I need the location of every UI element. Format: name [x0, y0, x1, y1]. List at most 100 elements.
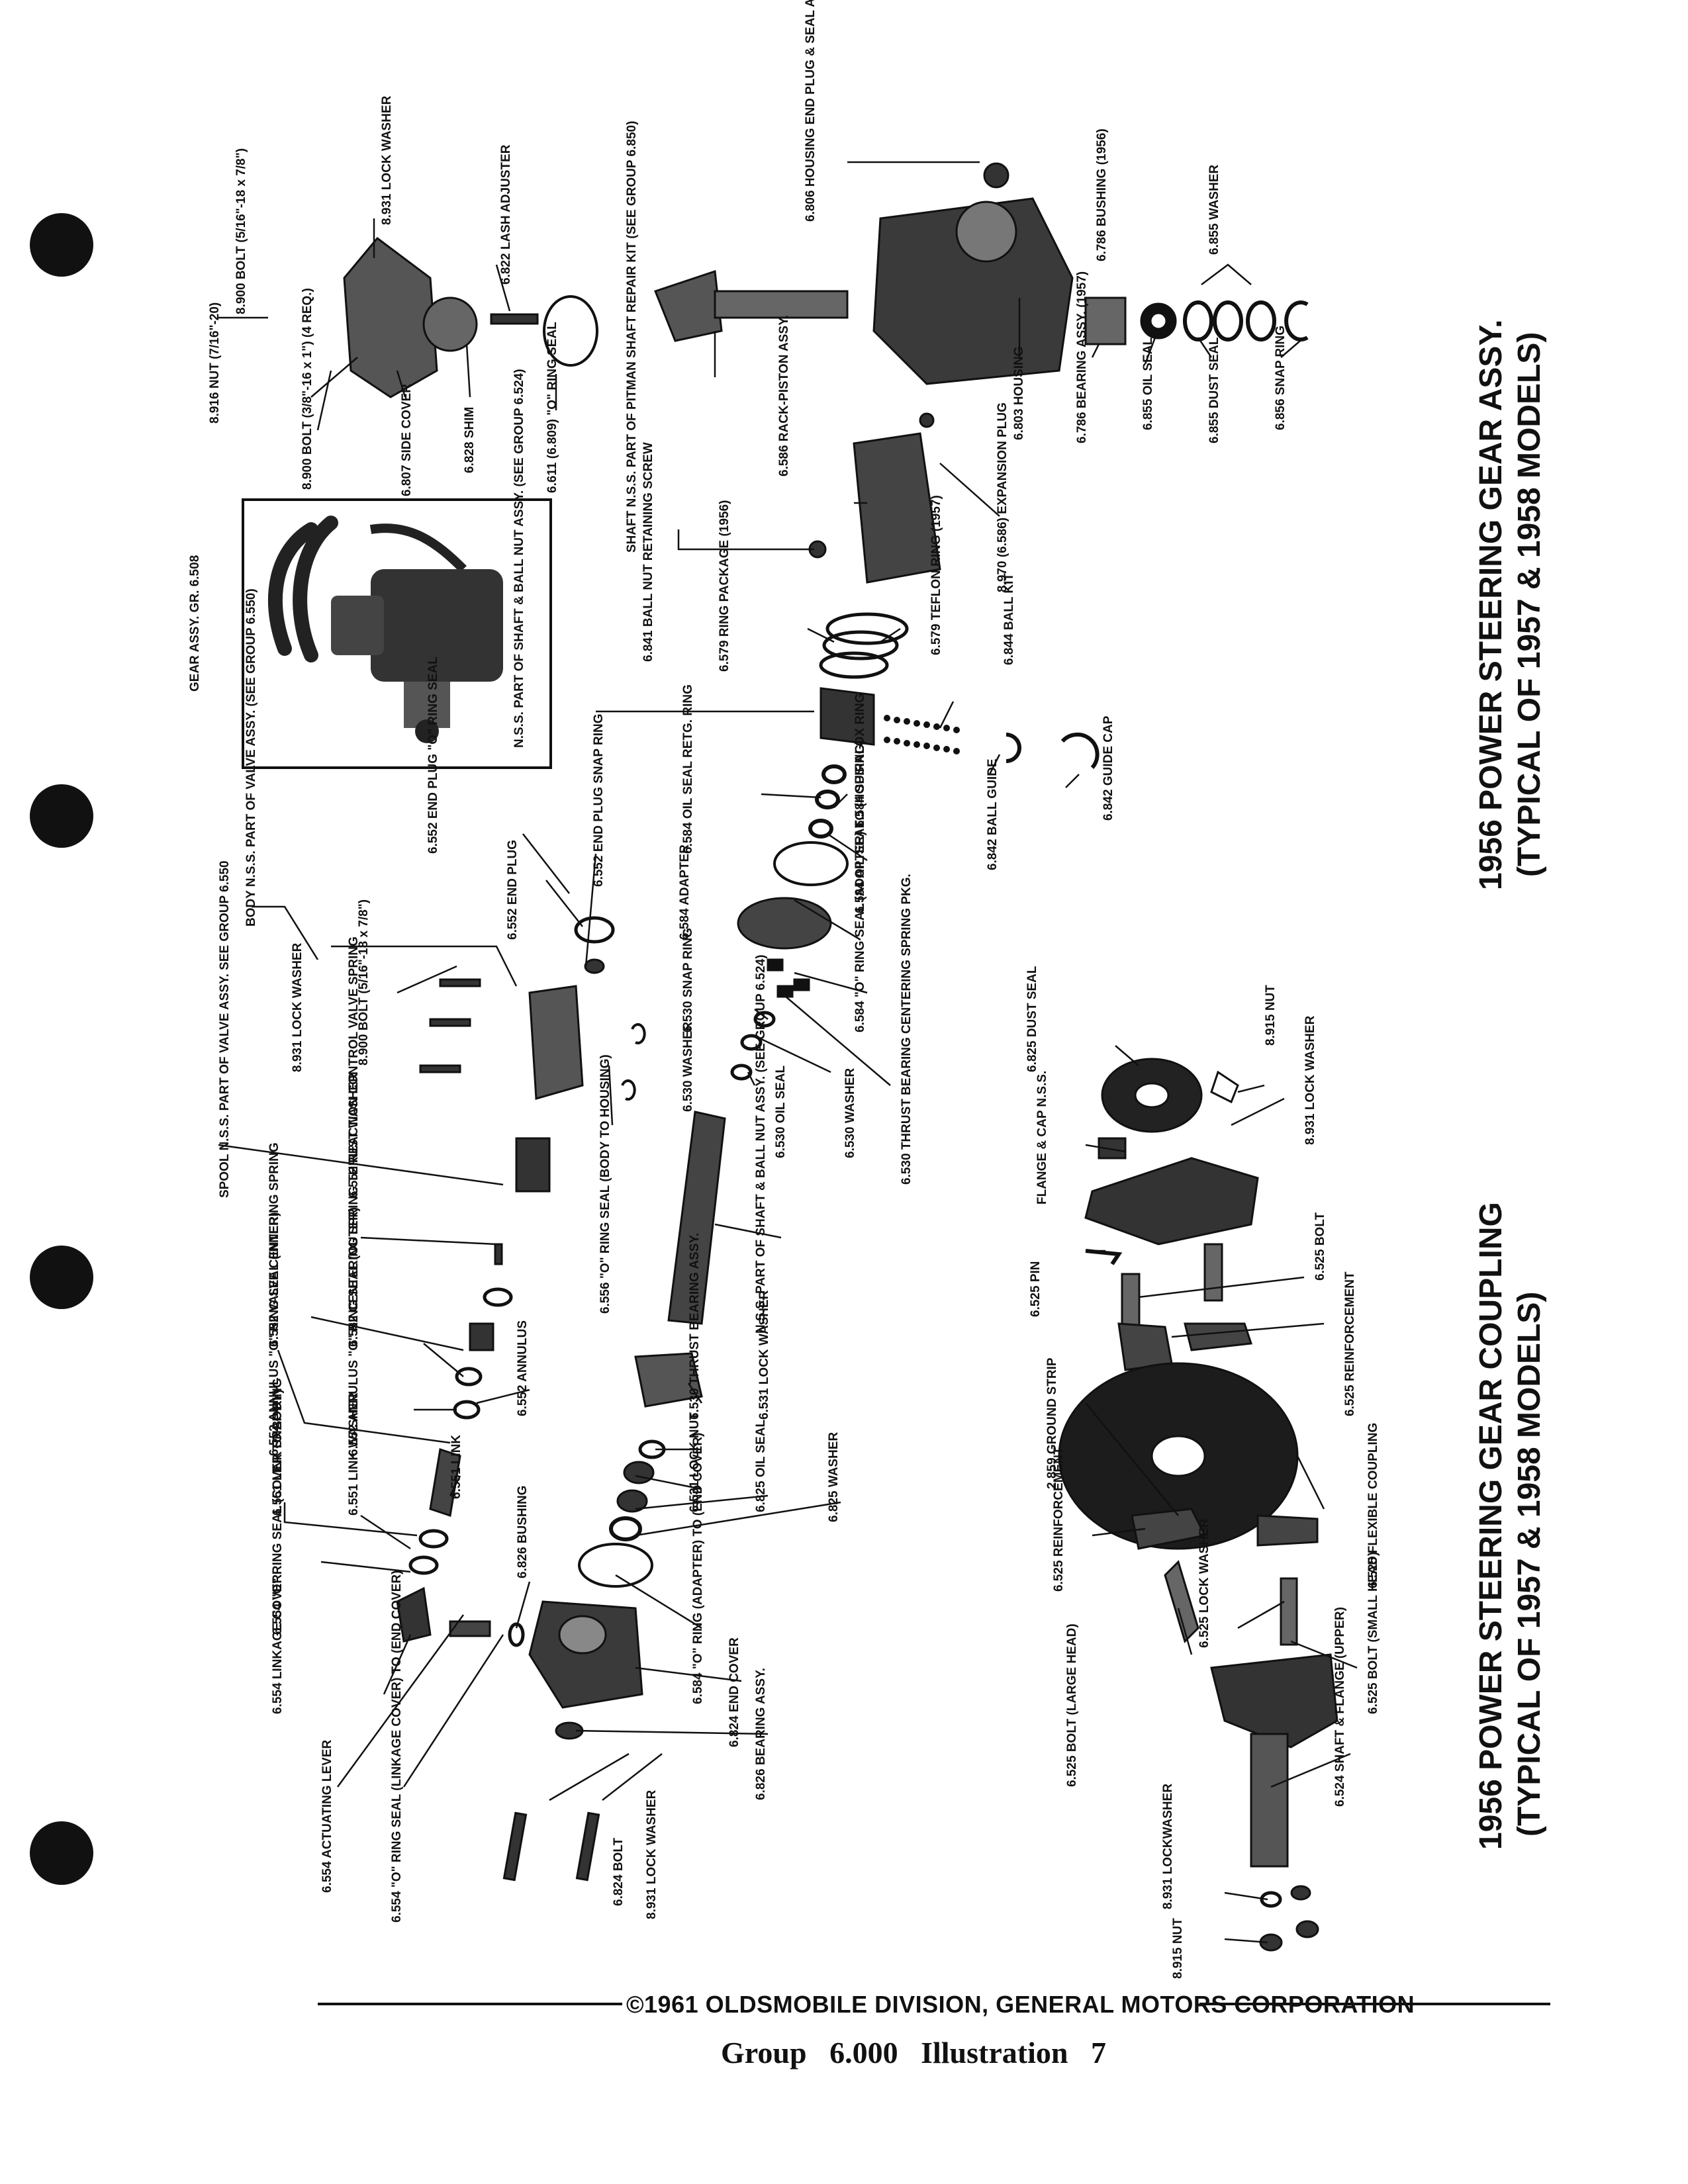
label-snap-ring-856: 6.856 SNAP RING — [1274, 326, 1288, 430]
label-oil-seal-855: 6.855 OIL SEAL — [1141, 338, 1155, 430]
label-pitman-shaft: SHAFT N.S.S. PART OF PITMAN SHAFT REPAIR… — [625, 121, 639, 553]
label-shim: 6.828 SHIM — [463, 407, 477, 473]
label-pin: 6.525 PIN — [1029, 1261, 1043, 1318]
label-o-ring-seal-side: 6.611 (6.809) "O" RING SEAL — [545, 322, 559, 493]
label-snap-ring-530: 6.530 SNAP RING — [681, 928, 695, 1032]
punch-hole-1 — [30, 213, 93, 277]
label-bolt-525: 6.525 BOLT — [1313, 1212, 1327, 1281]
label-o-ring-body-housing: 6.556 "O" RING SEAL (BODY TO HOUSING) — [598, 1054, 612, 1314]
label-dust-seal-825: 6.825 DUST SEAL — [1025, 966, 1039, 1072]
punch-hole-3 — [30, 1246, 93, 1309]
label-oil-seal-825: 6.825 OIL SEAL — [754, 1420, 768, 1512]
subtitle-coupling: (TYPICAL OF 1957 & 1958 MODELS) — [1512, 1292, 1547, 1837]
label-housing-end-plug: 6.806 HOUSING END PLUG & SEAL ASSY. — [804, 0, 818, 222]
label-adapter: 6.584 ADAPTER — [678, 844, 692, 940]
label-teflon-ring: 6.579 TEFLON RING (1957) — [929, 495, 943, 655]
label-annulus: 6.552 ANNULUS — [516, 1320, 530, 1416]
label-ground-strip: 2.859 GROUND STRIP — [1045, 1357, 1059, 1489]
label-lock-washer-531: 6.531 LOCK WASHER — [757, 1290, 771, 1420]
parts-artwork — [343, 162, 1338, 1952]
label-o-ring-adapter-end-cover: 6.584 "O" RING (ADAPTER) TO (END COVER) — [691, 1433, 705, 1704]
label-o-ring-linkage-end-cover: 6.554 "O" RING SEAL (LINKAGE COVER) TO (… — [390, 1570, 404, 1923]
label-o-ring-cover-body: 6.554 "O" RING SEAL (COVER TO BODY) — [271, 1389, 285, 1635]
label-end-plug-o-ring: 6.552 END PLUG "O" RING SEAL — [426, 657, 440, 854]
label-bushing-1956: 6.786 BUSHING (1956) — [1095, 128, 1109, 261]
label-oil-seal-retg-ring: 6.584 OIL SEAL RETG. RING — [681, 684, 695, 854]
label-oil-seal-584: 6.584 OIL SEAL — [853, 821, 867, 913]
photo-caption: GEAR ASSY. GR. 6.508 — [188, 555, 202, 692]
label-ball-nut-screw: 6.841 BALL NUT RETAINING SCREW — [641, 442, 655, 662]
label-centering-thrust-washer: 6.552 CENTERING SPRING THRUST WASHER — [347, 1073, 361, 1347]
label-ball-kit: 6.844 BALL KIT — [1002, 573, 1016, 665]
group-word: Group — [721, 2036, 807, 2070]
label-lash-adjuster: 6.822 LASH ADJUSTER — [499, 144, 513, 285]
label-washer-855: 6.855 WASHER — [1207, 165, 1221, 255]
subtitle-gear-assy: (TYPICAL OF 1957 & 1958 MODELS) — [1512, 332, 1547, 877]
label-link: 6.551 LINK — [449, 1435, 463, 1499]
label-rack-piston: 6.586 RACK-PISTON ASSY. — [777, 315, 791, 477]
label-link-washer: 6.551 LINK WASHER — [347, 1392, 361, 1516]
label-bushing-826: 6.826 BUSHING — [516, 1486, 530, 1578]
label-link-snap-ring: 6.551 LINK SNAP RING — [271, 1378, 285, 1516]
label-o-ring-adapter-housing: 6.584 "O" RING SEAL (ADAPTER) TO (HOUSIN… — [853, 740, 867, 1032]
label-ring-package: 6.579 RING PACKAGE (1956) — [718, 500, 731, 672]
illustration-word: Illustration — [921, 2036, 1068, 2070]
label-shaft-ball-nut-mid: N.S.S. PART OF SHAFT & BALL NUT ASSY. (S… — [754, 954, 768, 1334]
label-reinforcement-bottom: 6.525 REINFORCEMENT — [1052, 1447, 1066, 1592]
label-bolt-small-head: 6.525 BOLT (SMALL HEAD) — [1366, 1552, 1380, 1714]
label-lockwasher-931: 8.931 LOCKWASHER — [1161, 1784, 1175, 1909]
label-end-plug-snap-ring: 6.552 END PLUG SNAP RING — [592, 713, 606, 887]
label-housing: 6.803 HOUSING — [1012, 347, 1026, 441]
label-washer-530-a: 6.530 WASHER — [681, 1022, 695, 1112]
label-flexible-coupling: 6.525 FLEXIBLE COUPLING — [1366, 1423, 1380, 1588]
label-dust-seal-855: 6.855 DUST SEAL — [1207, 337, 1221, 443]
leader-lines — [218, 161, 1358, 1944]
label-lock-washer-coupling: 8.931 LOCK WASHER — [1303, 1015, 1317, 1145]
label-bolt-3-8: 8.900 BOLT (3/8"-16 x 1") (4 REQ.) — [301, 288, 314, 490]
label-lock-washer-525: 6.525 LOCK WASHER — [1197, 1518, 1211, 1648]
label-lock-nut-531: 6.531 LOCK NUT — [688, 1412, 702, 1512]
label-bolt-valve: 8.900 BOLT (5/16"-18 x 7/8") — [357, 899, 371, 1066]
label-side-cover: 6.807 SIDE COVER — [400, 384, 414, 496]
label-linkage-cover: 6.554 LINKAGE COVER — [271, 1574, 285, 1714]
group-illustration-caption: Group 6.000 Illustration 7 — [616, 2035, 1211, 2070]
label-expansion-plug: 8.970 (6.586) EXPANSION PLUG — [996, 402, 1009, 592]
label-washer-825: 6.825 WASHER — [827, 1432, 841, 1522]
label-end-plug: 6.552 END PLUG — [506, 840, 520, 940]
title-coupling: 1956 POWER STEERING GEAR COUPLING — [1474, 1202, 1509, 1850]
label-thrust-bearing-spring: 6.530 THRUST BEARING CENTERING SPRING PK… — [900, 874, 914, 1185]
label-nut-7-16: 8.916 NUT (7/16"-20) — [208, 302, 222, 424]
punch-hole-4 — [30, 1821, 93, 1885]
label-annulus-o-ring-inner: 6.552 ANNULUS "O" RING SEAL (INNER) — [267, 1212, 281, 1456]
label-ball-guide: 6.842 BALL GUIDE — [986, 758, 1000, 870]
label-guide-cap: 6.842 GUIDE CAP — [1102, 715, 1115, 821]
label-shaft-flange-upper: 6.524 SHAFT & FLANGE (UPPER) — [1333, 1607, 1347, 1807]
label-lock-washer-top: 8.931 LOCK WASHER — [380, 95, 394, 225]
label-washer-530-b: 6.530 WASHER — [843, 1068, 857, 1158]
label-bolt-5-16: 8.900 BOLT (5/16"-18 x 7/8") — [234, 148, 248, 314]
label-end-cover: 6.824 END COVER — [727, 1637, 741, 1747]
label-bearing-assy-1957: 6.786 BEARING ASSY. (1957) — [1075, 271, 1089, 443]
label-nut-915-top: 8.915 NUT — [1264, 985, 1278, 1046]
copyright-text: ©1961 OLDSMOBILE DIVISION, GENERAL MOTOR… — [626, 1991, 1415, 2018]
label-lock-washer-bottom: 8.931 LOCK WASHER — [645, 1790, 659, 1919]
gear-assy-photo — [242, 498, 552, 769]
footer-rule-right — [1199, 2003, 1550, 2005]
punch-hole-2 — [30, 784, 93, 848]
label-nut-915-bottom: 8.915 NUT — [1171, 1918, 1185, 1979]
title-gear-assy: 1956 POWER STEERING GEAR ASSY. — [1474, 320, 1509, 890]
label-thrust-bearing-assy: 6.530 THRUST BEARING ASSY. — [688, 1233, 702, 1420]
label-actuating-lever: 6.554 ACTUATING LEVER — [320, 1740, 334, 1893]
label-shaft-ball-nut-top: N.S.S. PART OF SHAFT & BALL NUT ASSY. (S… — [512, 369, 526, 748]
illustration-number: 7 — [1090, 2036, 1106, 2070]
label-bearing-assy-826: 6.826 BEARING ASSY. — [754, 1668, 768, 1800]
label-bolt-824: 6.824 BOLT — [612, 1837, 626, 1906]
group-number: 6.000 — [829, 2036, 898, 2070]
label-flange-cap: FLANGE & CAP N.S.S. — [1035, 1071, 1049, 1205]
label-spiralox-ring: 6.584 SPIRALOX RING — [853, 693, 867, 827]
label-lock-washer-valve: 8.931 LOCK WASHER — [291, 942, 305, 1072]
label-valve-centering-spring: 6.552 VALVE CENTERING SPRING — [267, 1142, 281, 1347]
label-reinforcement-top: 6.525 REINFORCEMENT — [1343, 1271, 1357, 1416]
label-bolt-large-head: 6.525 BOLT (LARGE HEAD) — [1065, 1623, 1079, 1787]
